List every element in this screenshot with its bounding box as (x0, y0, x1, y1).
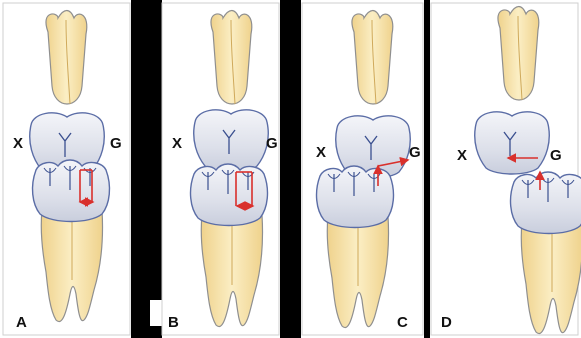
upper-tooth-d (475, 7, 550, 175)
divider-bar-2 (280, 0, 301, 338)
upper-tooth-b (194, 11, 269, 173)
panel-c-left-label: X (316, 144, 326, 161)
lower-tooth-a (33, 160, 110, 322)
lower-tooth-c (317, 166, 394, 328)
panel-a-label: A (16, 314, 27, 331)
panel-d-left-label: X (457, 147, 467, 164)
panel-a: X G A (13, 11, 122, 332)
panel-d: X G D (441, 7, 581, 334)
divider-bar-3 (424, 0, 430, 338)
panel-b-left-label: X (172, 135, 182, 152)
panel-b-label: B (168, 314, 179, 331)
panel-d-right-label: G (550, 147, 562, 164)
panel-a-right-label: G (110, 135, 122, 152)
panel-b-right-label: G (266, 135, 278, 152)
panel-a-left-label: X (13, 135, 23, 152)
panel-c: X G C (316, 11, 421, 332)
divider-bar-1 (131, 0, 162, 338)
panel-c-label: C (397, 314, 408, 331)
panel-b: X G B (168, 11, 278, 332)
lower-tooth-d (511, 172, 581, 334)
upper-tooth-c (336, 11, 411, 179)
lower-tooth-b (191, 164, 268, 327)
panel-c-right-label: G (409, 144, 421, 161)
panel-d-label: D (441, 314, 452, 331)
upper-tooth-a (30, 11, 105, 176)
white-notch (150, 300, 162, 326)
